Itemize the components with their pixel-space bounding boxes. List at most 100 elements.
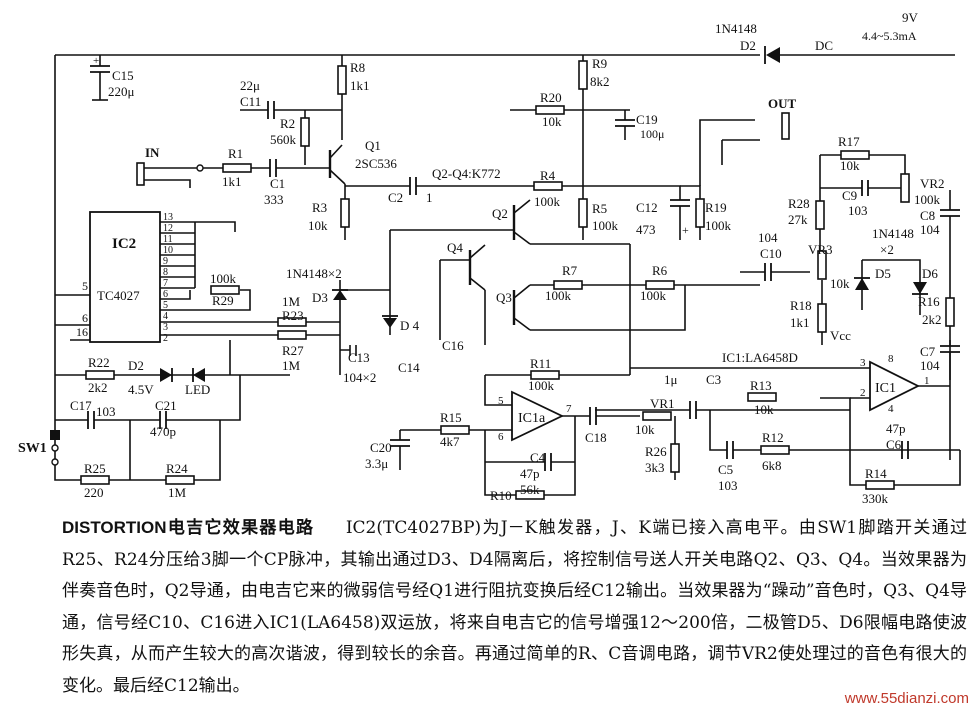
svg-text:3: 3	[860, 357, 866, 369]
d2-top-name: D2	[740, 38, 756, 53]
svg-text:+: +	[93, 55, 99, 67]
r29-name: R29	[212, 293, 234, 308]
c2-value: 1	[426, 190, 433, 205]
svg-text:1: 1	[924, 375, 930, 387]
r22-name: R22	[88, 355, 110, 370]
svg-text:9: 9	[163, 256, 168, 267]
r3-name: R3	[312, 200, 327, 215]
r9-name: R9	[592, 56, 607, 71]
svg-text:12: 12	[163, 223, 173, 234]
c4-value: 47p	[520, 466, 540, 481]
transistor-q4	[468, 244, 486, 291]
led-name: LED	[185, 382, 210, 397]
svg-text:10: 10	[163, 245, 173, 256]
r15-value: 4k7	[440, 434, 460, 449]
vcc-label: Vcc	[830, 328, 851, 343]
supply-voltage: 9V	[902, 10, 919, 25]
r13-value: 10k	[754, 402, 774, 417]
r24-value: 1M	[168, 485, 187, 500]
r19-name: R19	[705, 200, 727, 215]
c15-value: 220μ	[108, 84, 135, 99]
svg-text:7: 7	[163, 278, 168, 289]
r4-name: R4	[540, 168, 556, 183]
svg-text:16: 16	[76, 325, 88, 339]
svg-text:Q2: Q2	[492, 206, 508, 221]
svg-text:6: 6	[163, 289, 168, 300]
r28-name: R28	[788, 196, 810, 211]
r1-name: R1	[228, 146, 243, 161]
c21-name: C21	[155, 398, 177, 413]
r24-name: R24	[166, 461, 188, 476]
svg-text:11: 11	[163, 234, 173, 245]
c8-name: C8	[920, 208, 935, 223]
r12-value: 6k8	[762, 458, 782, 473]
svg-text:6: 6	[82, 311, 88, 325]
c18-name: C18	[585, 430, 607, 445]
diode-d2-top	[764, 46, 780, 64]
r16-name: R16	[918, 294, 940, 309]
c7-value: 104	[920, 358, 940, 373]
c21-value: 470p	[150, 424, 176, 439]
out-label: OUT	[768, 96, 797, 111]
svg-text:5: 5	[82, 279, 88, 293]
svg-text:D3: D3	[312, 290, 328, 305]
svg-text:+: +	[682, 223, 689, 237]
supply-current: 4.4~5.3mA	[862, 29, 917, 43]
c19-name: C19	[636, 112, 658, 127]
c17-value: 103	[96, 404, 116, 419]
svg-text:8: 8	[888, 353, 894, 365]
r7-name: R7	[562, 263, 578, 278]
r1-value: 1k1	[222, 174, 242, 189]
svg-text:4: 4	[888, 403, 894, 415]
c1-name: C1	[270, 176, 285, 191]
r7-value: 100k	[545, 288, 572, 303]
c11-name: C11	[240, 94, 261, 109]
d56-name: 1N4148	[872, 226, 914, 241]
r2-value: 560k	[270, 132, 297, 147]
r15-name: R15	[440, 410, 462, 425]
caption-title: DISTORTION电吉它效果器电路	[62, 518, 315, 537]
ic2-name: IC2	[112, 236, 136, 252]
d2-led-name: D2	[128, 358, 144, 373]
c3-value: 1μ	[664, 372, 678, 387]
watermark: www.55dianzi.com	[844, 690, 969, 707]
transistor-q1	[328, 144, 346, 185]
svg-text:D5: D5	[875, 266, 891, 281]
d2-top-value: 1N4148	[715, 21, 757, 36]
q1-value: 2SC536	[355, 156, 397, 171]
opamp-ic1	[869, 360, 921, 412]
ic1-label: IC1:LA6458D	[722, 350, 798, 365]
c2-name: C2	[388, 190, 403, 205]
schematic: 1N4148 D2 DC 9V 4.4~5.3mA + C15 220μ R8 …	[18, 10, 961, 506]
c10-name: C10	[760, 246, 782, 261]
c10-value: 104	[758, 230, 778, 245]
r10-value: 56k	[520, 482, 540, 497]
r14-name: R14	[865, 466, 887, 481]
r18-name: R18	[790, 298, 812, 313]
c9-name: C9	[842, 188, 857, 203]
c8-value: 104	[920, 222, 940, 237]
r4-value: 100k	[534, 194, 561, 209]
r6-value: 100k	[640, 288, 667, 303]
transistor-q3	[512, 284, 531, 331]
r8-value: 1k1	[350, 78, 370, 93]
vr3-name: VR3	[808, 242, 833, 257]
r19-value: 100k	[705, 218, 732, 233]
r3-value: 10k	[308, 218, 328, 233]
r9-value: 8k2	[590, 74, 610, 89]
r23-value: 1M	[282, 294, 301, 309]
svg-text:4: 4	[163, 311, 168, 322]
r11-name: R11	[530, 356, 551, 371]
c14-name: C14	[398, 360, 420, 375]
r14-value: 330k	[862, 491, 889, 506]
r2-name: R2	[280, 116, 295, 131]
c20-name: C20	[370, 440, 392, 455]
svg-text:5: 5	[163, 300, 168, 311]
r11-value: 100k	[528, 378, 555, 393]
svg-text:5: 5	[498, 395, 504, 407]
r16-value: 2k2	[922, 312, 942, 327]
c13-value: 104×2	[343, 370, 376, 385]
r29-value: 100k	[210, 271, 237, 286]
c5-value: 103	[718, 478, 738, 493]
svg-text:6: 6	[498, 431, 504, 443]
